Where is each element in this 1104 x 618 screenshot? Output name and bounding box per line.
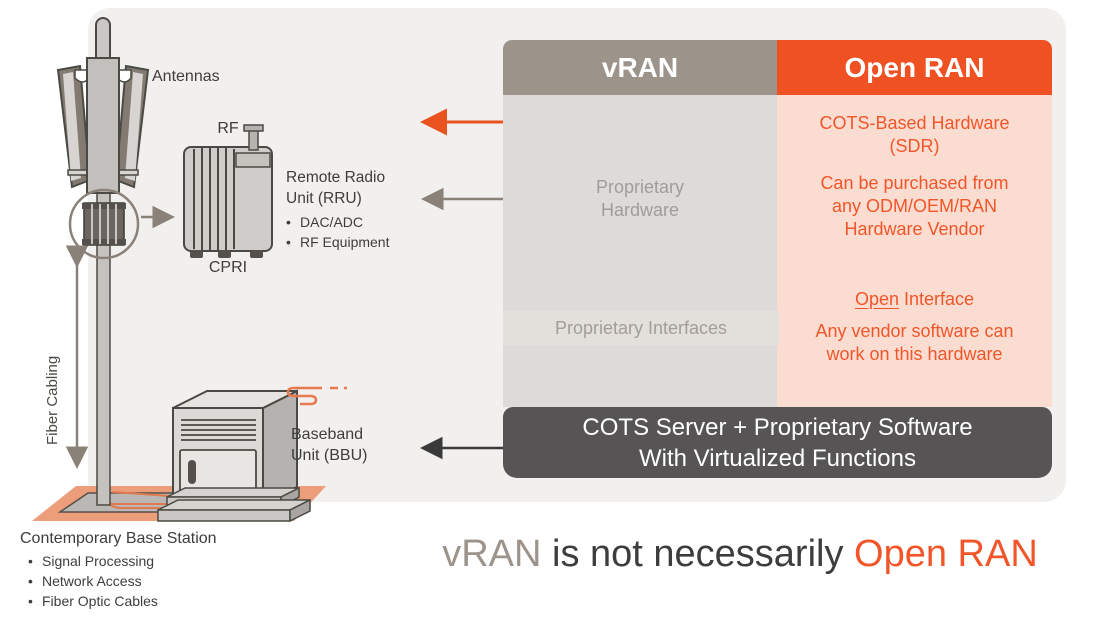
base-bullet-label: Network Access (42, 573, 142, 589)
vran-header: vRAN (503, 40, 777, 95)
open-interface-label: Open Interface (777, 288, 1052, 311)
tagline-openran: Open RAN (854, 533, 1038, 575)
interface-word: Interface (899, 289, 975, 309)
rru-bullet-label: RF Equipment (300, 234, 390, 250)
bullet-dot: • (28, 573, 33, 589)
proprietary-interfaces-band: Proprietary Interfaces (503, 311, 779, 345)
base-bullet-signal: • Signal Processing (28, 551, 280, 571)
base-bullet-fiber: • Fiber Optic Cables (28, 591, 280, 611)
tagline-middle: is not necessarily (541, 533, 855, 575)
rru-bullet-dacadc: • DAC/ADC (286, 212, 426, 232)
cpri-label: CPRI (208, 259, 248, 276)
tagline: vRAN is not necessarily Open RAN (390, 533, 1090, 576)
base-station-block: Contemporary Base Station • Signal Proce… (20, 528, 280, 611)
base-station-title: Contemporary Base Station (20, 530, 217, 547)
antennas-label: Antennas (152, 68, 220, 85)
cots-hardware-label: COTS-Based Hardware (SDR) (819, 113, 1010, 156)
open-word: Open (854, 289, 899, 309)
purchase-label: Can be purchased from any ODM/OEM/RAN Ha… (820, 173, 1009, 239)
proprietary-hardware-label: Proprietary Hardware (595, 177, 685, 220)
base-bullet-label: Signal Processing (42, 553, 155, 569)
tagline-vran: vRAN (442, 533, 542, 575)
base-bullet-label: Fiber Optic Cables (42, 593, 158, 609)
openran-header: Open RAN (777, 40, 1052, 95)
vran-column-body (503, 95, 777, 407)
rru-title: Remote Radio Unit (RRU) (286, 169, 386, 207)
bullet-dot: • (286, 214, 291, 230)
bbu-label: Baseband Unit (BBU) (291, 426, 368, 464)
bullet-dot: • (28, 593, 33, 609)
fiber-cabling-label: Fiber Cabling (44, 355, 61, 445)
bullet-dot: • (286, 234, 291, 250)
base-bullet-network: • Network Access (28, 571, 280, 591)
openran-column-body (777, 95, 1052, 407)
vendor-software-label: Any vendor software can work on this har… (815, 321, 1014, 364)
rru-bullet-label: DAC/ADC (300, 214, 364, 230)
bullet-dot: • (28, 553, 33, 569)
rru-label-block: Remote Radio Unit (RRU) • DAC/ADC • RF E… (286, 167, 426, 252)
rru-bullet-rfequip: • RF Equipment (286, 232, 426, 252)
rf-label: RF (217, 120, 239, 137)
cots-server-bar: COTS Server + Proprietary Software With … (503, 407, 1052, 478)
